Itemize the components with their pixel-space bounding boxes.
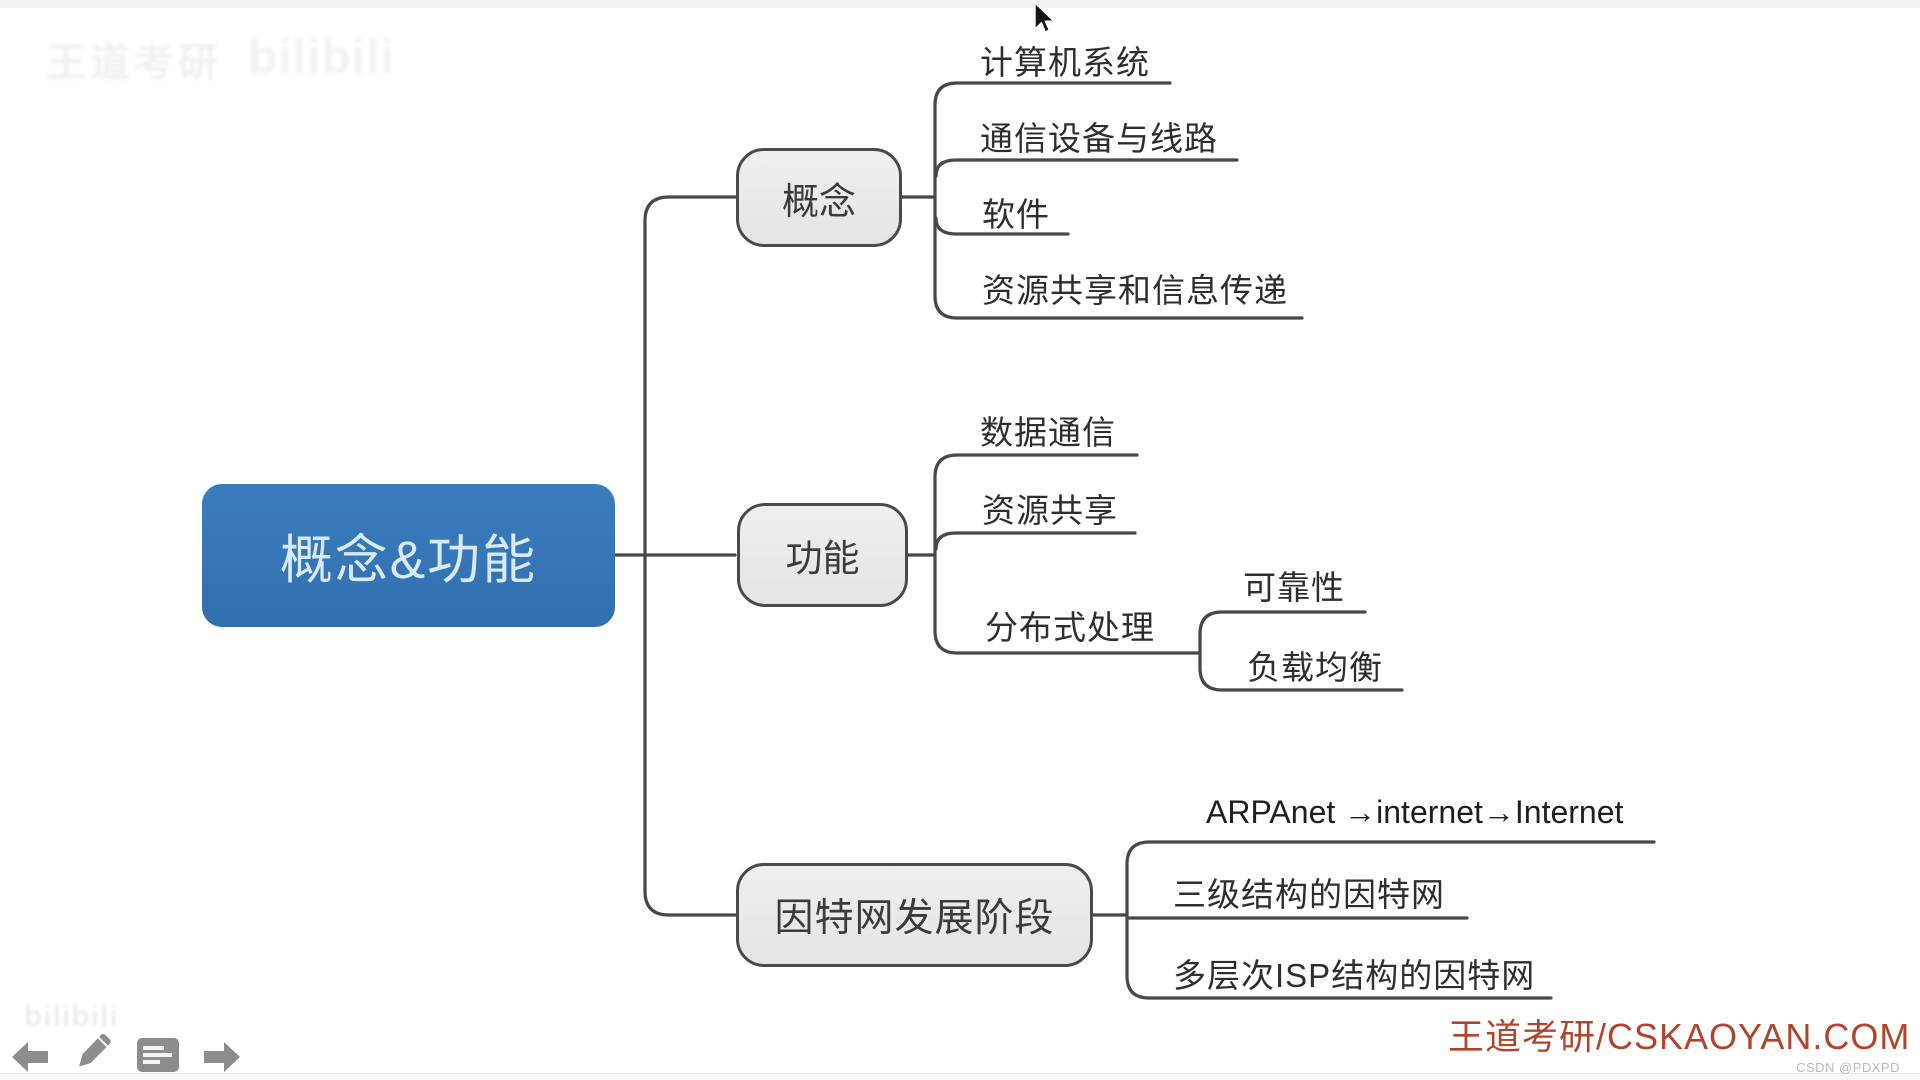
top-edge-strip (0, 0, 1920, 8)
function-child2-line (934, 531, 1137, 551)
leaf-load-balancing[interactable]: 负载均衡 (1247, 649, 1383, 686)
forward-arrow-icon[interactable] (200, 1024, 244, 1074)
leaf-distributed-processing[interactable]: 分布式处理 (985, 609, 1155, 646)
concept-child2-line (934, 158, 1239, 178)
function-bracket (933, 453, 1202, 655)
branch-node-concept[interactable]: 概念 (736, 148, 902, 247)
leaf-multilevel-isp-internet[interactable]: 多层次ISP结构的因特网 (1173, 957, 1536, 994)
pencil-icon[interactable] (72, 1024, 116, 1074)
leaf-computer-system[interactable]: 计算机系统 (980, 44, 1150, 81)
concept-child3-line (934, 216, 1070, 236)
back-arrow-icon[interactable] (8, 1024, 52, 1074)
concept-bracket (933, 81, 1304, 320)
mouse-cursor (1032, 2, 1058, 43)
annotation-note-icon[interactable] (136, 1024, 180, 1074)
leaf-reliability[interactable]: 可靠性 (1243, 569, 1345, 606)
leaf-software[interactable]: 软件 (982, 196, 1050, 233)
internet-bracket (1125, 840, 1656, 1000)
leaf-resource-info-transfer[interactable]: 资源共享和信息传递 (982, 272, 1288, 309)
distributed-sub-bracket (1198, 610, 1404, 692)
branch-node-function[interactable]: 功能 (737, 503, 908, 607)
leaf-resource-sharing[interactable]: 资源共享 (982, 492, 1118, 529)
root-node[interactable]: 概念&功能 (202, 484, 615, 627)
annotation-toolbar (8, 1024, 244, 1074)
bottom-edge-strip (0, 1073, 1920, 1080)
branch-node-internet-stages[interactable]: 因特网发展阶段 (736, 863, 1093, 967)
leaf-data-communication[interactable]: 数据通信 (980, 414, 1116, 451)
leaf-arpanet-evolution[interactable]: ARPAnet →internet→Internet (1206, 794, 1624, 830)
wangdao-brand-text: 王道考研/CSKAOYAN.COM (1448, 1016, 1911, 1057)
csdn-credit-text: CSDN @PDXPD (1796, 1060, 1900, 1075)
main-trunk-line (643, 195, 738, 917)
leaf-comm-devices-lines[interactable]: 通信设备与线路 (980, 120, 1218, 157)
leaf-three-tier-internet[interactable]: 三级结构的因特网 (1173, 876, 1445, 913)
